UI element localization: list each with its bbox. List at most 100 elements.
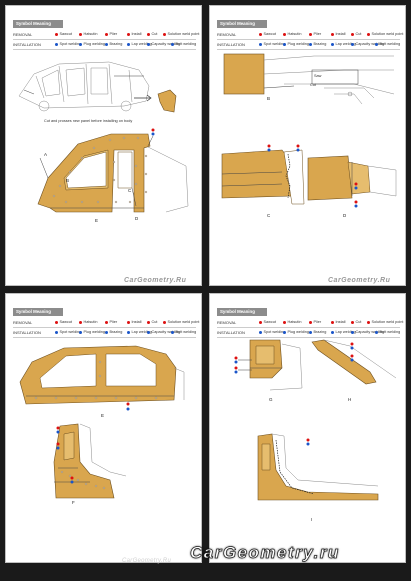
- legend-item: Plug welding: [283, 42, 309, 46]
- symbol-meaning-title: Symbol Meaning: [217, 20, 267, 28]
- legend-item: Plug welding: [283, 330, 309, 334]
- symbol-legend: REMOVAL Sawcut Hatsutin Plier Install Cu…: [217, 318, 403, 338]
- blue-dot-icon: [127, 42, 130, 46]
- legend-item: Butt welding: [375, 330, 400, 334]
- figure-label-a: A: [44, 152, 48, 157]
- legend-installation-row: INSTALLATION Spot welding Plug welding B…: [13, 328, 196, 338]
- legend-item: Hatsutin: [283, 320, 301, 324]
- blue-dot-icon: [105, 330, 108, 334]
- legend-removal-row: REMOVAL Sawcut Hatsutin Plier Install Cu…: [13, 318, 199, 328]
- detail-i-drawing: [257, 433, 379, 501]
- legend-item: Sawcut: [55, 320, 72, 324]
- legend-item: Spot welding: [259, 330, 285, 334]
- legend-item: Spot welding: [55, 42, 81, 46]
- legend-item: Solution weld point: [163, 32, 199, 36]
- legend-item: Sawcut: [55, 32, 72, 36]
- blue-dot-icon: [147, 330, 150, 334]
- blue-dot-icon: [351, 42, 354, 46]
- legend-item: Brazing: [309, 42, 326, 46]
- legend-item: Spot welding: [55, 330, 81, 334]
- legend-item: Capacity welding: [351, 330, 384, 334]
- red-dot-icon: [367, 32, 370, 36]
- blue-dot-icon: [375, 330, 378, 334]
- saw-callout: Saw: [314, 74, 322, 78]
- legend-item: Install: [331, 32, 345, 36]
- red-dot-icon: [163, 320, 166, 324]
- red-dot-icon: [105, 32, 108, 36]
- cut-callout: Cut: [310, 83, 316, 87]
- legend-item: Capacity welding: [147, 42, 180, 46]
- legend-installation-label: INSTALLATION: [13, 42, 41, 47]
- red-dot-icon: [105, 320, 108, 324]
- detail-b-drawing: [223, 53, 395, 105]
- figure-label-i: I: [311, 517, 313, 522]
- legend-installation-label: INSTALLATION: [13, 330, 41, 335]
- legend-item: Install: [127, 32, 141, 36]
- red-dot-icon: [351, 32, 354, 36]
- figure-label-b: B: [66, 178, 70, 183]
- figure-label-c: C: [128, 188, 132, 193]
- red-dot-icon: [331, 320, 334, 324]
- red-dot-icon: [127, 32, 130, 36]
- red-dot-icon: [367, 320, 370, 324]
- blue-dot-icon: [127, 330, 130, 334]
- blue-dot-icon: [309, 330, 312, 334]
- red-dot-icon: [309, 32, 312, 36]
- blue-dot-icon: [171, 42, 174, 46]
- manual-page-2: Symbol Meaning REMOVAL Sawcut Hatsutin P…: [209, 5, 406, 286]
- blue-dot-icon: [283, 330, 286, 334]
- red-dot-icon: [79, 320, 82, 324]
- figure-label-d: D: [343, 213, 347, 218]
- legend-item: Capacity welding: [147, 330, 180, 334]
- red-dot-icon: [79, 32, 82, 36]
- figure-label-c: C: [267, 213, 271, 218]
- legend-item: Cut: [147, 32, 157, 36]
- blue-dot-icon: [331, 42, 334, 46]
- red-dot-icon: [331, 32, 334, 36]
- figure-label-e: E: [95, 218, 99, 223]
- symbol-legend: REMOVAL Sawcut Hatsutin Plier Install Cu…: [13, 30, 199, 50]
- legend-item: Hatsutin: [79, 320, 97, 324]
- legend-removal-row: REMOVAL Sawcut Hatsutin Plier Install Cu…: [217, 318, 403, 328]
- legend-item: Lap welding: [331, 42, 356, 46]
- body-side-outline-drawing: [18, 61, 150, 112]
- legend-installation-row: INSTALLATION Spot welding Plug welding B…: [217, 328, 400, 338]
- red-dot-icon: [55, 320, 58, 324]
- blue-dot-icon: [79, 330, 82, 334]
- watermark-text: CarGeometry.Ru: [328, 277, 391, 284]
- symbol-legend: REMOVAL Sawcut Hatsutin Plier Install Cu…: [217, 30, 403, 50]
- legend-item: Brazing: [105, 42, 122, 46]
- legend-item: Plier: [309, 32, 321, 36]
- legend-item: Lap welding: [127, 42, 152, 46]
- legend-installation-row: INSTALLATION Spot welding Plug welding B…: [13, 40, 196, 50]
- detail-c-drawing: [221, 144, 305, 205]
- blue-dot-icon: [55, 330, 58, 334]
- legend-installation-label: INSTALLATION: [217, 42, 245, 47]
- figure-label-g: G: [269, 397, 273, 402]
- legend-item: Brazing: [309, 330, 326, 334]
- body-side-panel-drawing: [37, 128, 189, 213]
- legend-installation-label: INSTALLATION: [217, 330, 245, 335]
- legend-item: Spot welding: [259, 42, 285, 46]
- detail-e-drawing: [19, 345, 185, 411]
- legend-item: Butt welding: [375, 42, 400, 46]
- figure-label-d: D: [135, 216, 139, 221]
- legend-item: Capacity welding: [351, 42, 384, 46]
- manual-page-1: Symbol Meaning REMOVAL Sawcut Hatsutin P…: [5, 5, 202, 286]
- red-dot-icon: [163, 32, 166, 36]
- red-dot-icon: [259, 32, 262, 36]
- legend-item: Sawcut: [259, 32, 276, 36]
- legend-item: Brazing: [105, 330, 122, 334]
- legend-item: Butt welding: [171, 42, 196, 46]
- legend-item: Butt welding: [171, 330, 196, 334]
- blue-dot-icon: [375, 42, 378, 46]
- legend-item: Solution weld point: [367, 320, 403, 324]
- legend-item: Cut: [351, 32, 361, 36]
- legend-item: Cut: [147, 320, 157, 324]
- legend-item: Cut: [351, 320, 361, 324]
- legend-item: Hatsutin: [79, 32, 97, 36]
- detail-g-drawing: [234, 339, 303, 391]
- blue-dot-icon: [331, 330, 334, 334]
- manual-page-4: Symbol Meaning REMOVAL Sawcut Hatsutin P…: [209, 293, 406, 563]
- red-dot-icon: [283, 32, 286, 36]
